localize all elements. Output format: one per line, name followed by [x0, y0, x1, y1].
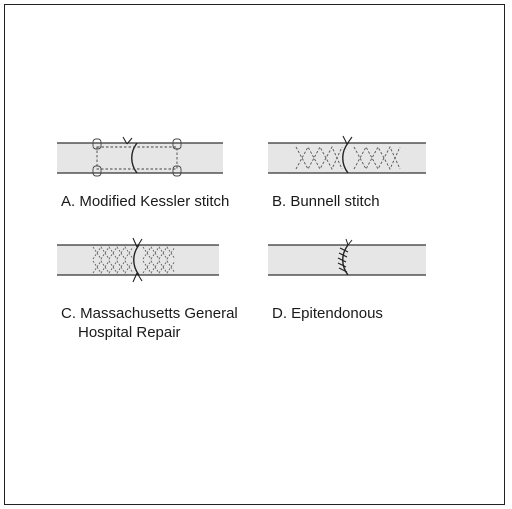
caption-c-line2: Hospital Repair: [78, 324, 181, 341]
crisscross-suture-right: [353, 145, 401, 171]
diagram-mgh-repair: [57, 233, 219, 285]
caption-d: D. Epitendonous: [272, 305, 383, 322]
core-suture: [96, 146, 178, 170]
suture-loop: [92, 165, 102, 177]
caption-c: C. Massachusetts General Hospital Repair: [61, 304, 238, 342]
diagram-modified-kessler: [57, 134, 223, 180]
suture-knot: [122, 136, 133, 145]
tendon-body: [57, 143, 223, 173]
caption-b: B. Bunnell stitch: [272, 193, 380, 210]
suture-knot: [345, 238, 353, 246]
suture-knot: [132, 237, 143, 248]
repair-site: [342, 142, 349, 174]
repair-site: [131, 142, 138, 174]
repair-site: [133, 244, 140, 276]
tendon-body: [268, 143, 426, 173]
figure-frame: A. Modified Kessler stitch B. Bunnell st…: [4, 4, 505, 505]
tendon-body: [57, 245, 219, 275]
crisscross-suture-top: [92, 246, 176, 260]
suture-loop: [172, 165, 182, 177]
suture-knot: [342, 135, 353, 145]
tendon-body: [268, 245, 426, 275]
crisscross-suture-left: [295, 145, 343, 171]
crisscross-suture-bottom: [92, 260, 176, 274]
epitendinous-suture: [337, 247, 349, 273]
suture-loop: [92, 138, 102, 150]
caption-a: A. Modified Kessler stitch: [61, 193, 230, 210]
caption-c-line1: C. Massachusetts General: [61, 305, 238, 322]
suture-loop: [172, 138, 182, 150]
suture-knot: [132, 272, 143, 283]
diagram-epitendonous: [268, 236, 426, 282]
diagram-bunnell: [268, 134, 426, 180]
